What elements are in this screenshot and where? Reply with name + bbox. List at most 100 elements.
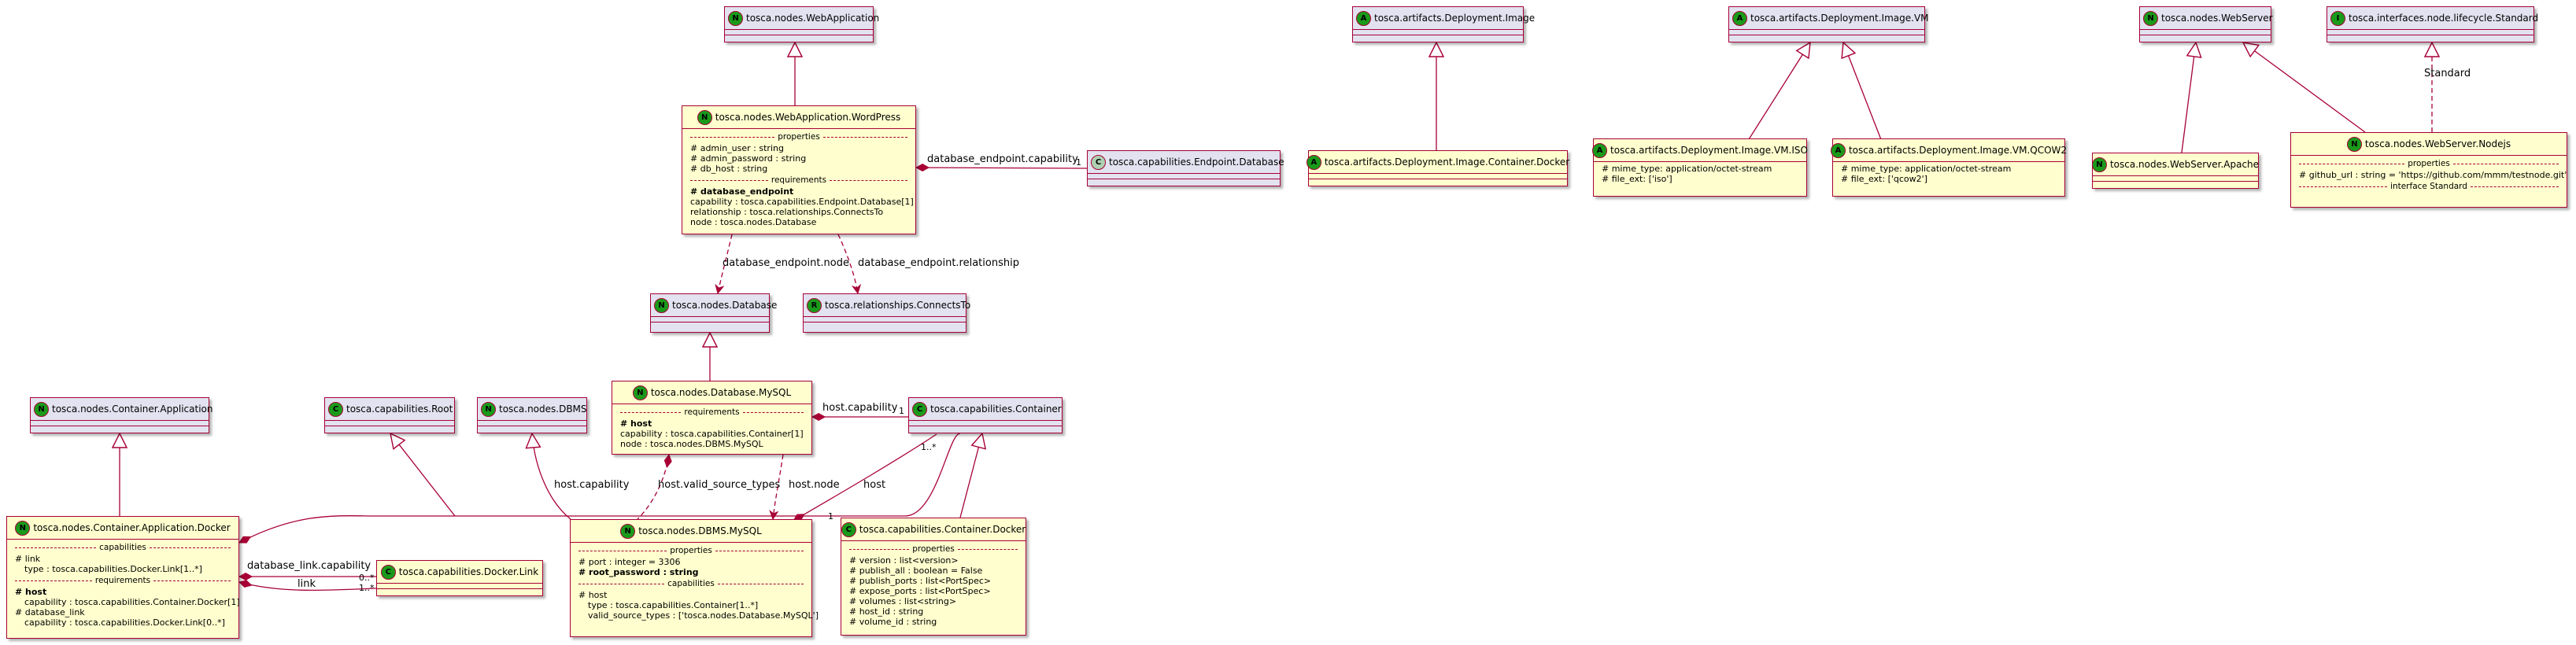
edge-appdocker-dockerlink-2 [239,582,377,592]
property: # volumes : list<string> [849,596,957,606]
stereotype-a-icon: A [1306,154,1321,170]
stereotype-a-icon: A [1592,142,1608,158]
class-name: tosca.capabilities.Root [346,404,453,415]
class-name: tosca.relationships.ConnectsTo [825,300,971,311]
stereotype-n-icon: N [654,297,669,313]
property: # volume_id : string [849,617,937,627]
edge-mysql-dbmsmysql-vst [637,455,669,520]
property: # file_ext: ['qcow2'] [1841,174,1927,184]
property: # github_url : string = 'https://github.… [2299,170,2567,180]
section-properties: properties [778,132,820,142]
class-name: tosca.interfaces.node.lifecycle.Standard [2349,13,2539,24]
stereotype-n-icon: N [481,401,496,417]
edge-label-database-link-capability: database_link.capability [247,560,371,572]
edge-label-host-capability-2: host.capability [554,479,630,491]
class-name: tosca.artifacts.Deployment.Image.VM.ISO [1610,145,1808,156]
class-name: tosca.nodes.WebServer.Apache [2109,159,2260,170]
class-name: tosca.nodes.Database [672,300,778,311]
edge-label-host-node: host.node [789,479,840,491]
requirement: relationship : tosca.relationships.Conne… [690,207,884,217]
edge-dockerlink-to-root [390,433,456,517]
stereotype-n-icon: N [15,520,31,536]
class-name: tosca.artifacts.Deployment.Image.Contain… [1324,157,1570,168]
edge-dbmsmysql-to-dbms [532,433,571,520]
stereotype-c-icon: C [1091,154,1106,170]
property: # admin_password : string [690,153,807,164]
property: # mime_type: application/octet-stream [1841,164,2012,174]
stereotype-c-icon: C [912,401,927,417]
edge-dbmsmysql-container [793,433,937,522]
capability: # host [578,590,608,600]
stereotype-i-icon: I [2330,10,2345,26]
edge-label-host: host [863,479,886,491]
mult-container-1: 1 [899,406,904,416]
stereotype-c-icon: C [328,401,343,417]
class-name: tosca.nodes.Container.Application [52,404,213,415]
section-properties: properties [2408,159,2450,168]
class-name: tosca.capabilities.Endpoint.Database [1109,157,1284,168]
capability: valid_source_types : ['tosca.nodes.Datab… [588,610,819,621]
property: # expose_ports : list<PortSpec> [849,586,991,596]
requirement: capability : tosca.capabilities.Containe… [620,429,804,439]
stereotype-n-icon: N [620,523,636,539]
edge-label-link: link [298,578,316,590]
class-name: tosca.capabilities.Docker.Link [398,566,539,577]
edge-containerdocker-to-container [959,433,982,518]
section-properties: properties [912,544,955,554]
class-name: tosca.nodes.DBMS [499,404,587,415]
class-name: tosca.artifacts.Deployment.Image.VM.QCOW… [1848,145,2068,156]
property: # mime_type: application/octet-stream [1602,164,1772,174]
capability: type : tosca.capabilities.Docker.Link[1.… [24,564,202,574]
requirement: # host [620,418,652,429]
property: # file_ext: ['iso'] [1602,174,1672,184]
stereotype-n-icon: N [728,10,743,26]
stereotype-r-icon: R [807,297,822,313]
mult-link-one-many: 1..* [359,583,375,593]
stereotype-n-icon: N [34,401,49,417]
capability: # link [15,554,41,564]
class-name: tosca.nodes.WebServer [2161,13,2273,24]
property: # version : list<version> [849,555,959,566]
stereotype-a-icon: A [1356,10,1371,26]
stereotype-c-icon: C [380,564,396,580]
edge-label-database-endpoint-capability: database_endpoint.capability [927,153,1078,165]
property: # port : integer = 3306 [578,557,681,567]
property: # publish_ports : list<PortSpec> [849,576,992,586]
requirement: node : tosca.nodes.DBMS.MySQL [620,439,763,449]
requirement: # database_endpoint [690,186,794,197]
stereotype-a-icon: A [1732,10,1747,26]
class-name: tosca.nodes.DBMS.MySQL [638,525,762,536]
section-capabilities: capabilities [99,543,146,552]
class-name: tosca.nodes.WebApplication.WordPress [715,112,901,123]
requirement: capability : tosca.capabilities.Endpoint… [690,197,914,207]
capability: type : tosca.capabilities.Container[1..*… [588,600,759,610]
stereotype-n-icon: N [2346,136,2362,152]
edge-label-host-capability-1: host.capability [822,402,898,414]
section-requirements: requirements [94,576,151,585]
property: # root_password : string [578,567,699,577]
section-properties: properties [670,546,712,555]
